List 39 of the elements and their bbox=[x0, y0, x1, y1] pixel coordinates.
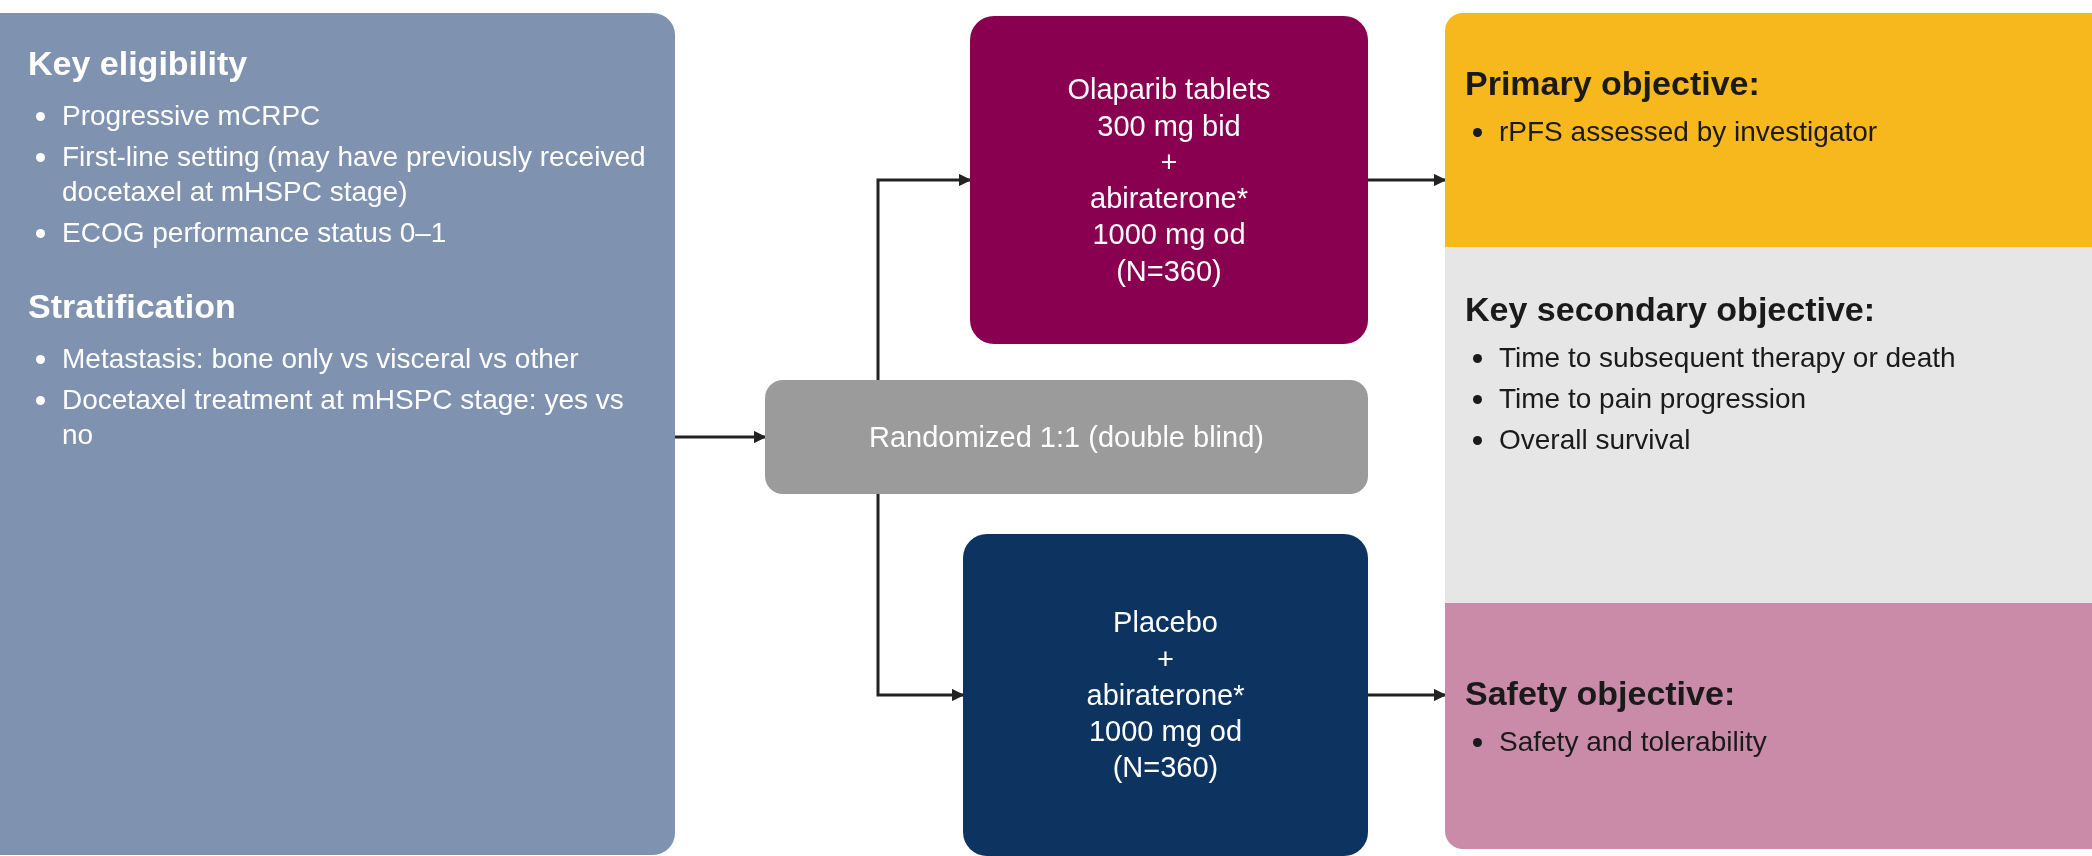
arrow bbox=[675, 430, 767, 444]
box-text: (N=360) bbox=[1115, 253, 1223, 289]
bullet-item: Time to subsequent therapy or death bbox=[1465, 339, 2072, 375]
bullet-item: Progressive mCRPC bbox=[28, 97, 647, 133]
arrow bbox=[876, 494, 965, 702]
box-text: Olaparib tablets bbox=[1066, 72, 1272, 108]
bullet-item: ECOG performance status 0–1 bbox=[28, 214, 647, 250]
bullet-item: rPFS assessed by investigator bbox=[1465, 113, 2072, 149]
box-text: abiraterone* bbox=[1085, 677, 1246, 713]
box-text: 1000 mg od bbox=[1087, 714, 1244, 750]
arrow bbox=[1368, 688, 1447, 702]
bullet-item: Docetaxel treatment at mHSPC stage: yes vs no bbox=[28, 381, 647, 452]
text-panel bbox=[1445, 603, 2092, 849]
section-heading: Stratification bbox=[28, 285, 237, 327]
process-box bbox=[970, 16, 1368, 344]
randomization-box bbox=[765, 380, 1368, 494]
box-text: 300 mg bid bbox=[1096, 108, 1242, 144]
arrow bbox=[876, 173, 972, 380]
section-heading: Safety objective: bbox=[1465, 673, 1737, 714]
section-heading: Key secondary objective: bbox=[1465, 289, 1877, 330]
text-panel bbox=[1445, 13, 2092, 247]
bullet-item: First-line setting (may have previously received docetaxel at mHSPC stage) bbox=[28, 138, 647, 209]
box-text: + bbox=[1156, 641, 1175, 677]
box-text: abiraterone* bbox=[1089, 181, 1249, 216]
bullet-item: Overall survival bbox=[1465, 421, 2072, 457]
section-heading: Primary objective: bbox=[1465, 63, 1761, 104]
box-text: (N=360) bbox=[1111, 750, 1220, 786]
section-heading: Key eligibility bbox=[28, 43, 249, 84]
box-text: + bbox=[1159, 144, 1179, 180]
bullet-item: Safety and tolerability bbox=[1465, 723, 2072, 759]
text-panel bbox=[1445, 247, 2092, 603]
bullet-item: Metastasis: bone only vs visceral vs other bbox=[28, 340, 647, 376]
box-text: Placebo bbox=[1112, 605, 1219, 641]
text-panel bbox=[0, 13, 675, 855]
box-text: 1000 mg od bbox=[1091, 217, 1247, 253]
arrow bbox=[1368, 173, 1447, 187]
box-text: Randomized 1:1 (double blind) bbox=[868, 419, 1265, 455]
process-box bbox=[963, 534, 1368, 856]
bullet-item: Time to pain progression bbox=[1465, 380, 2072, 416]
